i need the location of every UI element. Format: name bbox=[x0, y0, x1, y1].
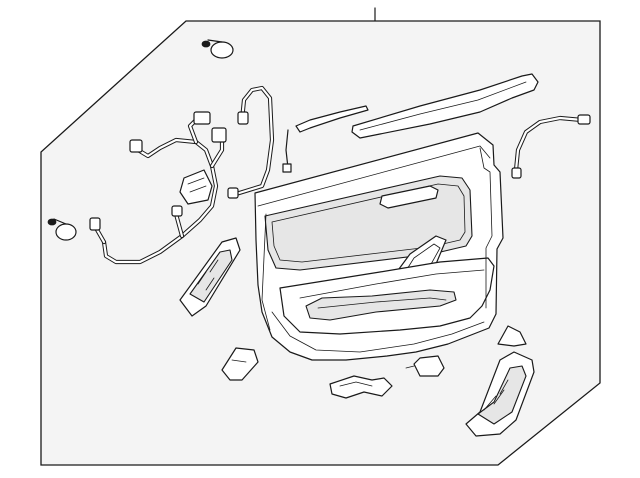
lower-trim-molding[interactable] bbox=[282, 105, 369, 173]
door-lock-switch[interactable] bbox=[405, 355, 445, 377]
door-trim-panel[interactable] bbox=[254, 132, 504, 361]
door-wiring-harness[interactable] bbox=[89, 111, 227, 265]
upper-garnish-molding[interactable] bbox=[351, 73, 539, 139]
grommet-upper[interactable] bbox=[201, 39, 234, 59]
armrest-bracket[interactable] bbox=[329, 375, 393, 399]
window-switch-bezel-left[interactable] bbox=[179, 237, 241, 317]
grommet-lower[interactable] bbox=[47, 218, 77, 241]
speaker-grille-cap[interactable] bbox=[497, 325, 527, 347]
window-switch-bezel-right[interactable] bbox=[465, 351, 535, 437]
trim-clip[interactable] bbox=[221, 347, 259, 381]
switch-lead-cable[interactable] bbox=[227, 85, 275, 199]
courtesy-lamp-cable[interactable] bbox=[511, 114, 591, 179]
